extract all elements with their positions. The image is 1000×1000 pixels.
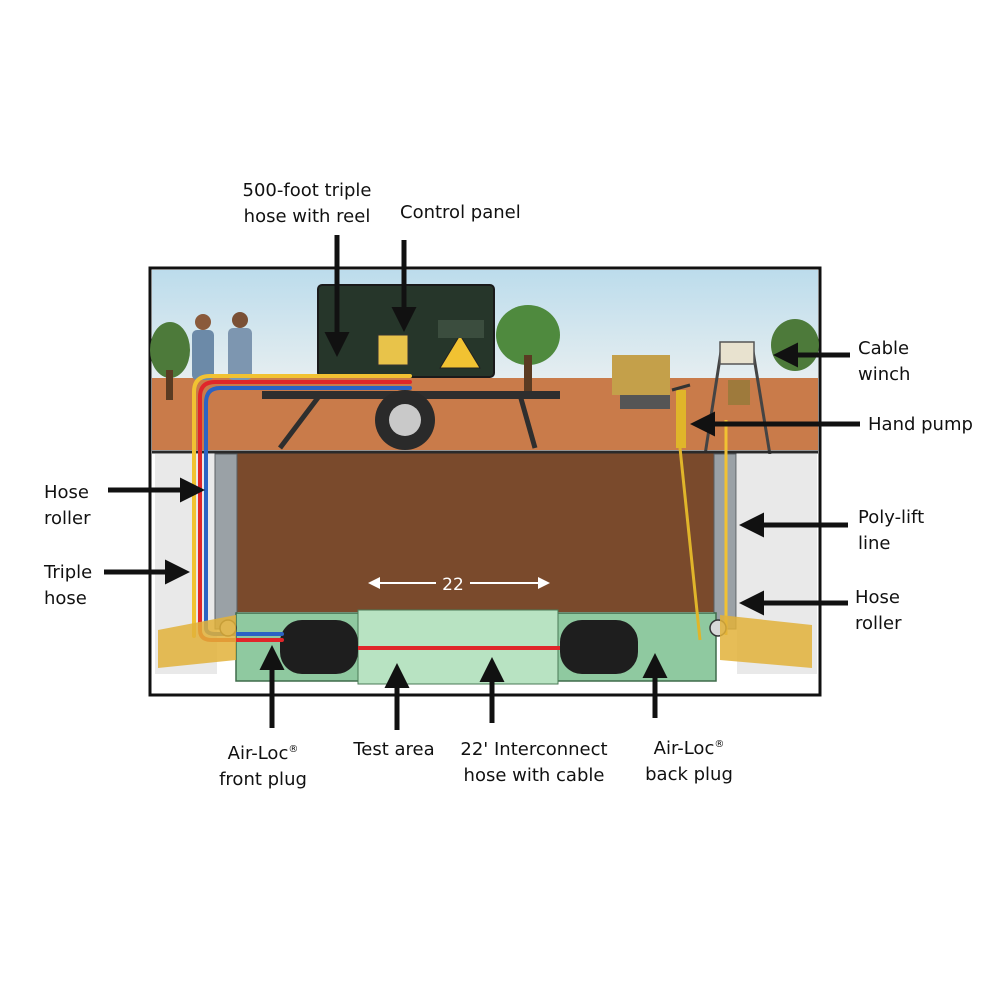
tree-right xyxy=(771,319,819,371)
support-left xyxy=(158,615,236,668)
label-back-plug: Air-Loc®back plug xyxy=(645,738,733,785)
manhole-left-wall xyxy=(214,453,238,630)
label-front-plug: Air-Loc®front plug xyxy=(219,743,307,790)
cable-winch-tripod xyxy=(703,341,772,456)
dimension-label: 22 xyxy=(442,575,464,595)
trench-soil xyxy=(236,452,716,612)
tree-center xyxy=(496,305,560,365)
hand-pump xyxy=(671,383,691,448)
illustration-scene: 22 xyxy=(148,266,822,697)
label-hand-pump: Hand pump xyxy=(868,414,973,435)
excavator xyxy=(612,355,670,409)
tree-left-trunk xyxy=(166,370,173,400)
hand-pump-hose xyxy=(678,447,702,641)
front-plug xyxy=(280,620,358,674)
tree-center-trunk xyxy=(524,355,532,395)
support-right xyxy=(720,615,812,668)
label-control-panel: Control panel xyxy=(400,202,521,223)
tree-left xyxy=(150,322,190,378)
callout-arrows xyxy=(104,235,860,730)
label-test-area: Test area xyxy=(353,739,435,760)
back-plug xyxy=(560,620,638,674)
workers xyxy=(192,312,252,380)
